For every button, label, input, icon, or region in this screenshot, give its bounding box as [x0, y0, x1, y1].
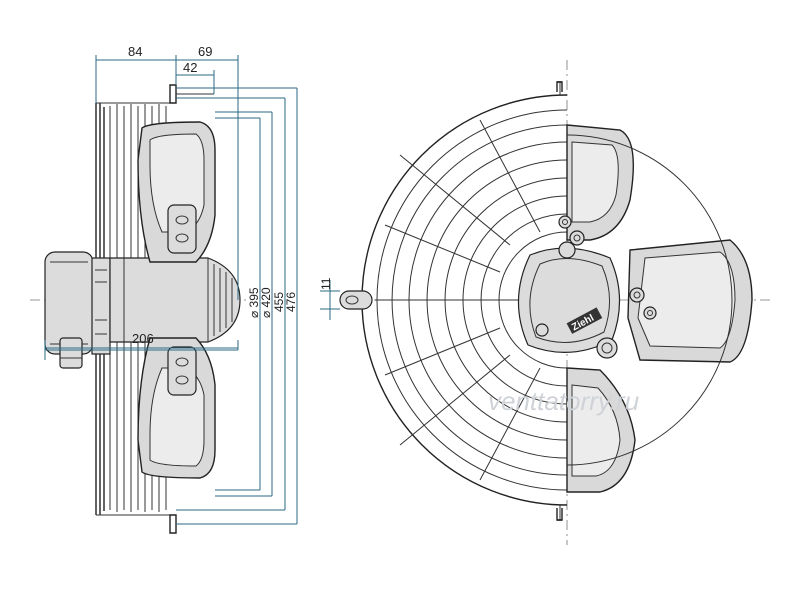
front-motor: [517, 241, 621, 359]
dim-dia-455: 455: [272, 292, 286, 312]
guard-right-ring: [566, 134, 733, 466]
dim-206: 206: [132, 331, 154, 346]
dim-dia-420: ⌀ 420: [259, 287, 273, 318]
dim-dia-395: ⌀ 395: [247, 287, 261, 318]
dim-69: 69: [198, 44, 212, 59]
side-top-dimensions: [95, 55, 239, 300]
dim-dia-476: 476: [284, 292, 298, 312]
watermark: venttatorry.ru: [488, 386, 639, 416]
guard-spokes: [375, 119, 567, 481]
guard-mount-bars: [556, 81, 563, 521]
side-diameter-dimensions: [176, 87, 298, 525]
front-blade-bottom: [566, 367, 636, 493]
dim-11: 11: [319, 277, 333, 290]
dim-42: 42: [183, 60, 197, 75]
side-bottom-dimension: [44, 340, 239, 360]
side-motor: [109, 257, 241, 343]
side-blade-upper: [137, 121, 216, 263]
terminal-box: [44, 251, 111, 369]
side-view: ⌀ 395 ⌀ 420 455 476 84 69 42 206: [30, 44, 298, 534]
dim-84: 84: [128, 44, 142, 59]
front-blade-right: [627, 239, 753, 363]
side-blade-lower: [137, 337, 216, 479]
mount-lug: [320, 280, 373, 320]
front-blade-top: [558, 124, 635, 246]
front-view: 11: [319, 60, 770, 545]
